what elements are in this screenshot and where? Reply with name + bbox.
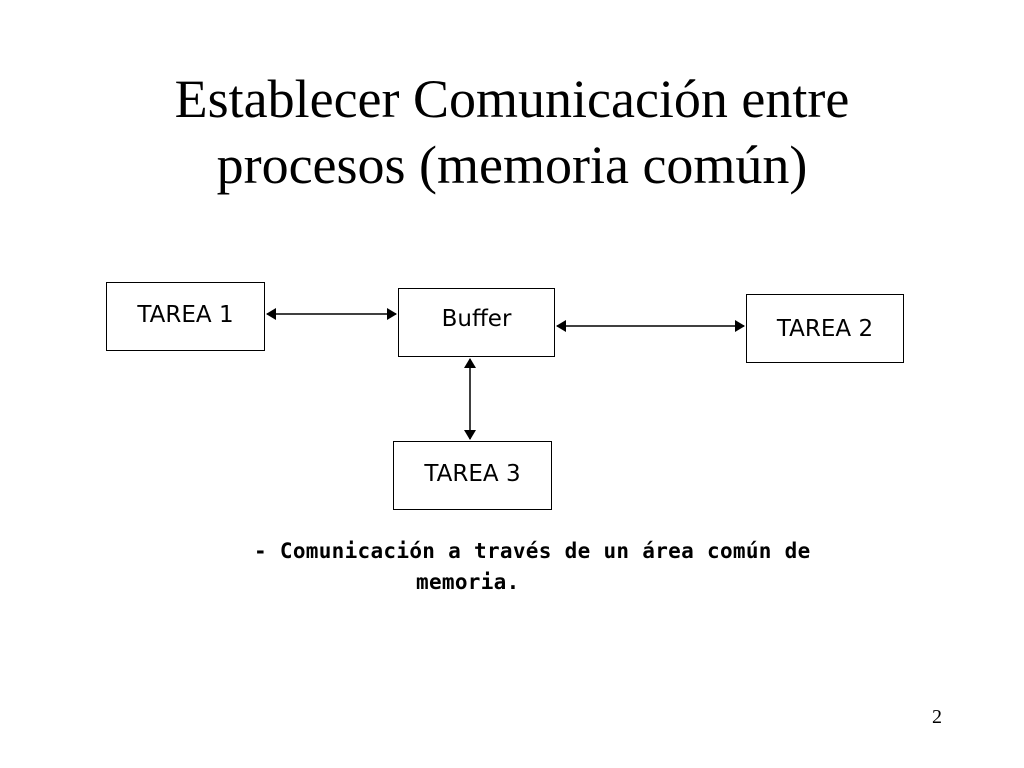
- node-buffer-label: Buffer: [441, 305, 512, 332]
- page-number: 2: [932, 706, 942, 728]
- node-tarea-2: TAREA 2: [746, 294, 904, 363]
- slide-title: Establecer Comunicación entre procesos (…: [0, 66, 1024, 198]
- slide-title-line-2: procesos (memoria común): [216, 135, 808, 195]
- slide-title-line-1: Establecer Comunicación entre: [174, 69, 850, 129]
- caption-line-2: memoria.: [416, 570, 520, 594]
- caption-line-1: - Comunicación a través de un área común…: [254, 539, 811, 563]
- node-tarea-1-label: TAREA 1: [137, 301, 234, 328]
- diagram-caption: - Comunicación a través de un área común…: [254, 536, 811, 598]
- node-tarea-3: TAREA 3: [393, 441, 552, 510]
- node-tarea-3-label: TAREA 3: [424, 460, 521, 487]
- node-tarea-1: TAREA 1: [106, 282, 265, 351]
- node-tarea-2-label: TAREA 2: [776, 315, 874, 342]
- node-buffer: Buffer: [398, 288, 555, 357]
